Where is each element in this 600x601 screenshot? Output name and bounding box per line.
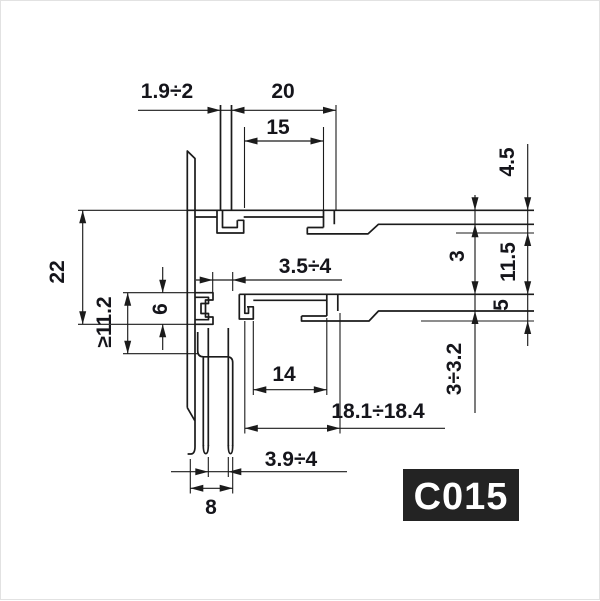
upper-rail-left-foot [216, 210, 245, 234]
dim-lower-flange-height: 5 [490, 299, 513, 311]
product-code-text: C015 [414, 476, 509, 518]
clip-outline [195, 291, 214, 326]
dim-top-width: 20 [271, 80, 294, 103]
extension-lines [78, 105, 534, 494]
upper-rail-right-foot [306, 210, 534, 235]
dim-flange-offset: 4.5 [496, 147, 519, 177]
dim-track-gap: 11.5 [497, 242, 520, 282]
upper-web-walls [219, 105, 233, 211]
dim-left-height: 22 [46, 260, 69, 283]
dimension-lines [82, 109, 529, 489]
bottom-channel-feet [202, 444, 234, 455]
dim-lower-width: 18.1÷18.4 [331, 400, 425, 423]
dim-upper-glass-slot: 3.5÷4 [279, 255, 332, 278]
product-code-background [403, 469, 519, 521]
dim-clip-height: 6 [149, 303, 172, 315]
profile-outline [186, 105, 534, 455]
dim-lower-sheet-thickness: 3÷3.2 [443, 343, 466, 395]
left-wall-outline [186, 150, 196, 455]
dim-top-inner-width: 15 [266, 116, 290, 139]
dimension-arrows [79, 106, 532, 492]
product-code-box: C015 [403, 469, 519, 521]
dim-top-slot: 1.9÷2 [141, 80, 193, 103]
dim-min-clearance: ≥11.2 [93, 296, 116, 347]
dim-bottom-channel-width: 8 [205, 496, 217, 519]
lower-rail-top-surface [239, 293, 534, 302]
dimension-labels: 1.9÷2 20 15 4.5 3 11.5 5 22 3.5÷4 ≥11.2 … [46, 80, 520, 519]
bottom-channel-outline [196, 328, 234, 446]
upper-rail-top-surface [187, 209, 534, 218]
dim-sheet-thickness: 3 [446, 250, 469, 262]
dim-lower-inner-width: 14 [272, 363, 296, 386]
lower-rail-left-hook [238, 294, 255, 320]
dim-lower-glass-slot: 3.9÷4 [265, 448, 318, 471]
lower-rail-right-foot [300, 294, 534, 322]
